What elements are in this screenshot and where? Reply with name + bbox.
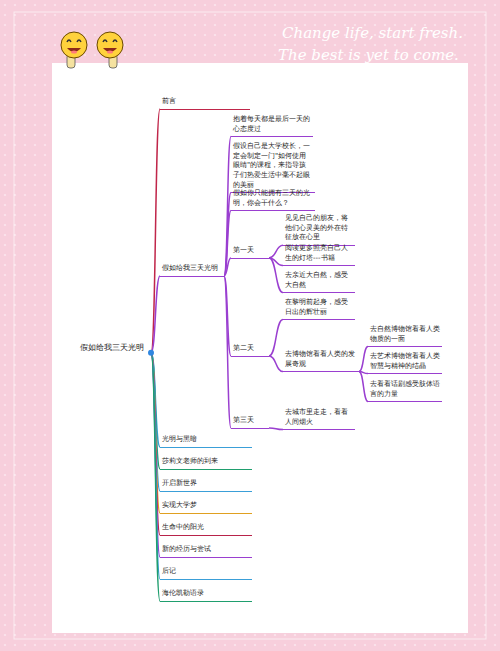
leaf-topic: 去自然博物馆看看人类物质的一面 <box>368 324 442 347</box>
topic-text: 第一天 <box>233 246 267 256</box>
smiley-icons <box>55 28 145 70</box>
leaf-topic: 去亲近大自然，感受大自然 <box>283 270 355 293</box>
branch-connector <box>224 193 231 276</box>
topic-text: 抱着每天都是最后一天的心态度过 <box>233 115 311 134</box>
branch-connector <box>269 356 283 372</box>
branch-connector <box>151 353 160 601</box>
branch-topic: 生命中的阳光 <box>160 522 252 536</box>
topic-text: 光明与黑暗 <box>162 435 250 445</box>
branch-connector <box>359 372 368 402</box>
topic-text: 新的经历与尝试 <box>162 545 250 555</box>
sub-topic: 第二天 <box>231 343 269 357</box>
branch-topic: 新的经历与尝试 <box>160 544 252 558</box>
branch-topic: 实现大学梦 <box>160 500 252 514</box>
topic-text: 海伦凯勒语录 <box>162 589 250 599</box>
sub-topic: 抱着每天都是最后一天的心态度过 <box>231 114 313 137</box>
topic-text: 第三天 <box>233 416 267 426</box>
leaf-topic: 去艺术博物馆看看人类智慧与精神的结晶 <box>368 351 442 374</box>
leaf-topic: 见见自己的朋友，将他们心灵美的外在特征放在心里 <box>283 213 355 246</box>
topic-text: 生命中的阳光 <box>162 523 250 533</box>
watermark-text: Change life, start fresh. <box>282 24 463 42</box>
leaf-topic: 去看看话剧感受肢体语言的力量 <box>368 379 442 402</box>
branch-connector <box>151 276 160 353</box>
branch-topic: 开启新世界 <box>160 478 252 492</box>
sub-topic: 第一天 <box>231 245 269 259</box>
branch-connector <box>269 258 283 293</box>
topic-text: 假如给我三天光明 <box>162 264 222 274</box>
branch-connector <box>151 109 160 353</box>
topic-text: 见见自己的朋友，将他们心灵美的外在特征放在心里 <box>285 214 353 243</box>
branch-topic: 莎莉文老师的到来 <box>160 456 252 470</box>
topic-text: 实现大学梦 <box>162 501 250 511</box>
root-dot <box>148 350 154 356</box>
branch-connector <box>224 211 231 276</box>
branch-topic: 假如给我三天光明 <box>160 263 224 277</box>
topic-text: 假如你只能拥有三天的光明，你会干什么？ <box>233 189 313 208</box>
topic-text: 莎莉文老师的到来 <box>162 457 250 467</box>
sub-topic: 假设自己是大学校长，一定会制定一门"如何使用眼睛"的课程，来指导孩子们热爱生活中… <box>231 141 315 193</box>
topic-text: 去博物馆看看人类的发展奇观 <box>285 350 357 369</box>
branch-topic: 海伦凯勒语录 <box>160 588 252 602</box>
sub-topic: 假如你只能拥有三天的光明，你会干什么？ <box>231 188 315 211</box>
branch-connector <box>359 347 368 372</box>
branch-topic: 光明与黑暗 <box>160 434 252 448</box>
topic-text: 去看看话剧感受肢体语言的力量 <box>370 380 440 399</box>
branch-topic: 后记 <box>160 566 252 580</box>
branch-topic: 前言 <box>160 96 250 110</box>
branch-connector <box>269 428 283 430</box>
topic-text: 后记 <box>162 567 250 577</box>
topic-text: 第二天 <box>233 344 267 354</box>
leaf-topic: 阅读更多照亮自己人生的灯塔---书籍 <box>283 243 355 266</box>
branch-connector <box>224 258 231 276</box>
topic-text: 在黎明前起身，感受日出的辉壮丽 <box>285 298 353 317</box>
topic-text: 去自然博物馆看看人类物质的一面 <box>370 325 440 344</box>
watermark-text: The best is yet to come. <box>278 46 459 64</box>
branch-connector <box>224 137 231 276</box>
branch-connector <box>224 276 231 428</box>
root-topic: 假如给我三天光明 <box>78 342 150 355</box>
topic-text: 去亲近大自然，感受大自然 <box>285 271 353 290</box>
topic-text: 假设自己是大学校长，一定会制定一门"如何使用眼睛"的课程，来指导孩子们热爱生活中… <box>233 142 313 190</box>
leaf-topic: 在黎明前起身，感受日出的辉壮丽 <box>283 297 355 320</box>
topic-text: 假如给我三天光明 <box>80 343 146 353</box>
topic-text: 去城市里走走，看看人间烟火 <box>285 408 353 427</box>
branch-connector <box>269 320 283 356</box>
topic-text: 去艺术博物馆看看人类智慧与精神的结晶 <box>370 352 440 371</box>
leaf-topic: 去博物馆看看人类的发展奇观 <box>283 349 359 372</box>
sub-topic: 第三天 <box>231 415 269 429</box>
topic-text: 阅读更多照亮自己人生的灯塔---书籍 <box>285 244 353 263</box>
branch-connector <box>269 245 283 258</box>
leaf-topic: 去城市里走走，看看人间烟火 <box>283 407 355 430</box>
topic-text: 前言 <box>162 97 248 107</box>
topic-text: 开启新世界 <box>162 479 250 489</box>
